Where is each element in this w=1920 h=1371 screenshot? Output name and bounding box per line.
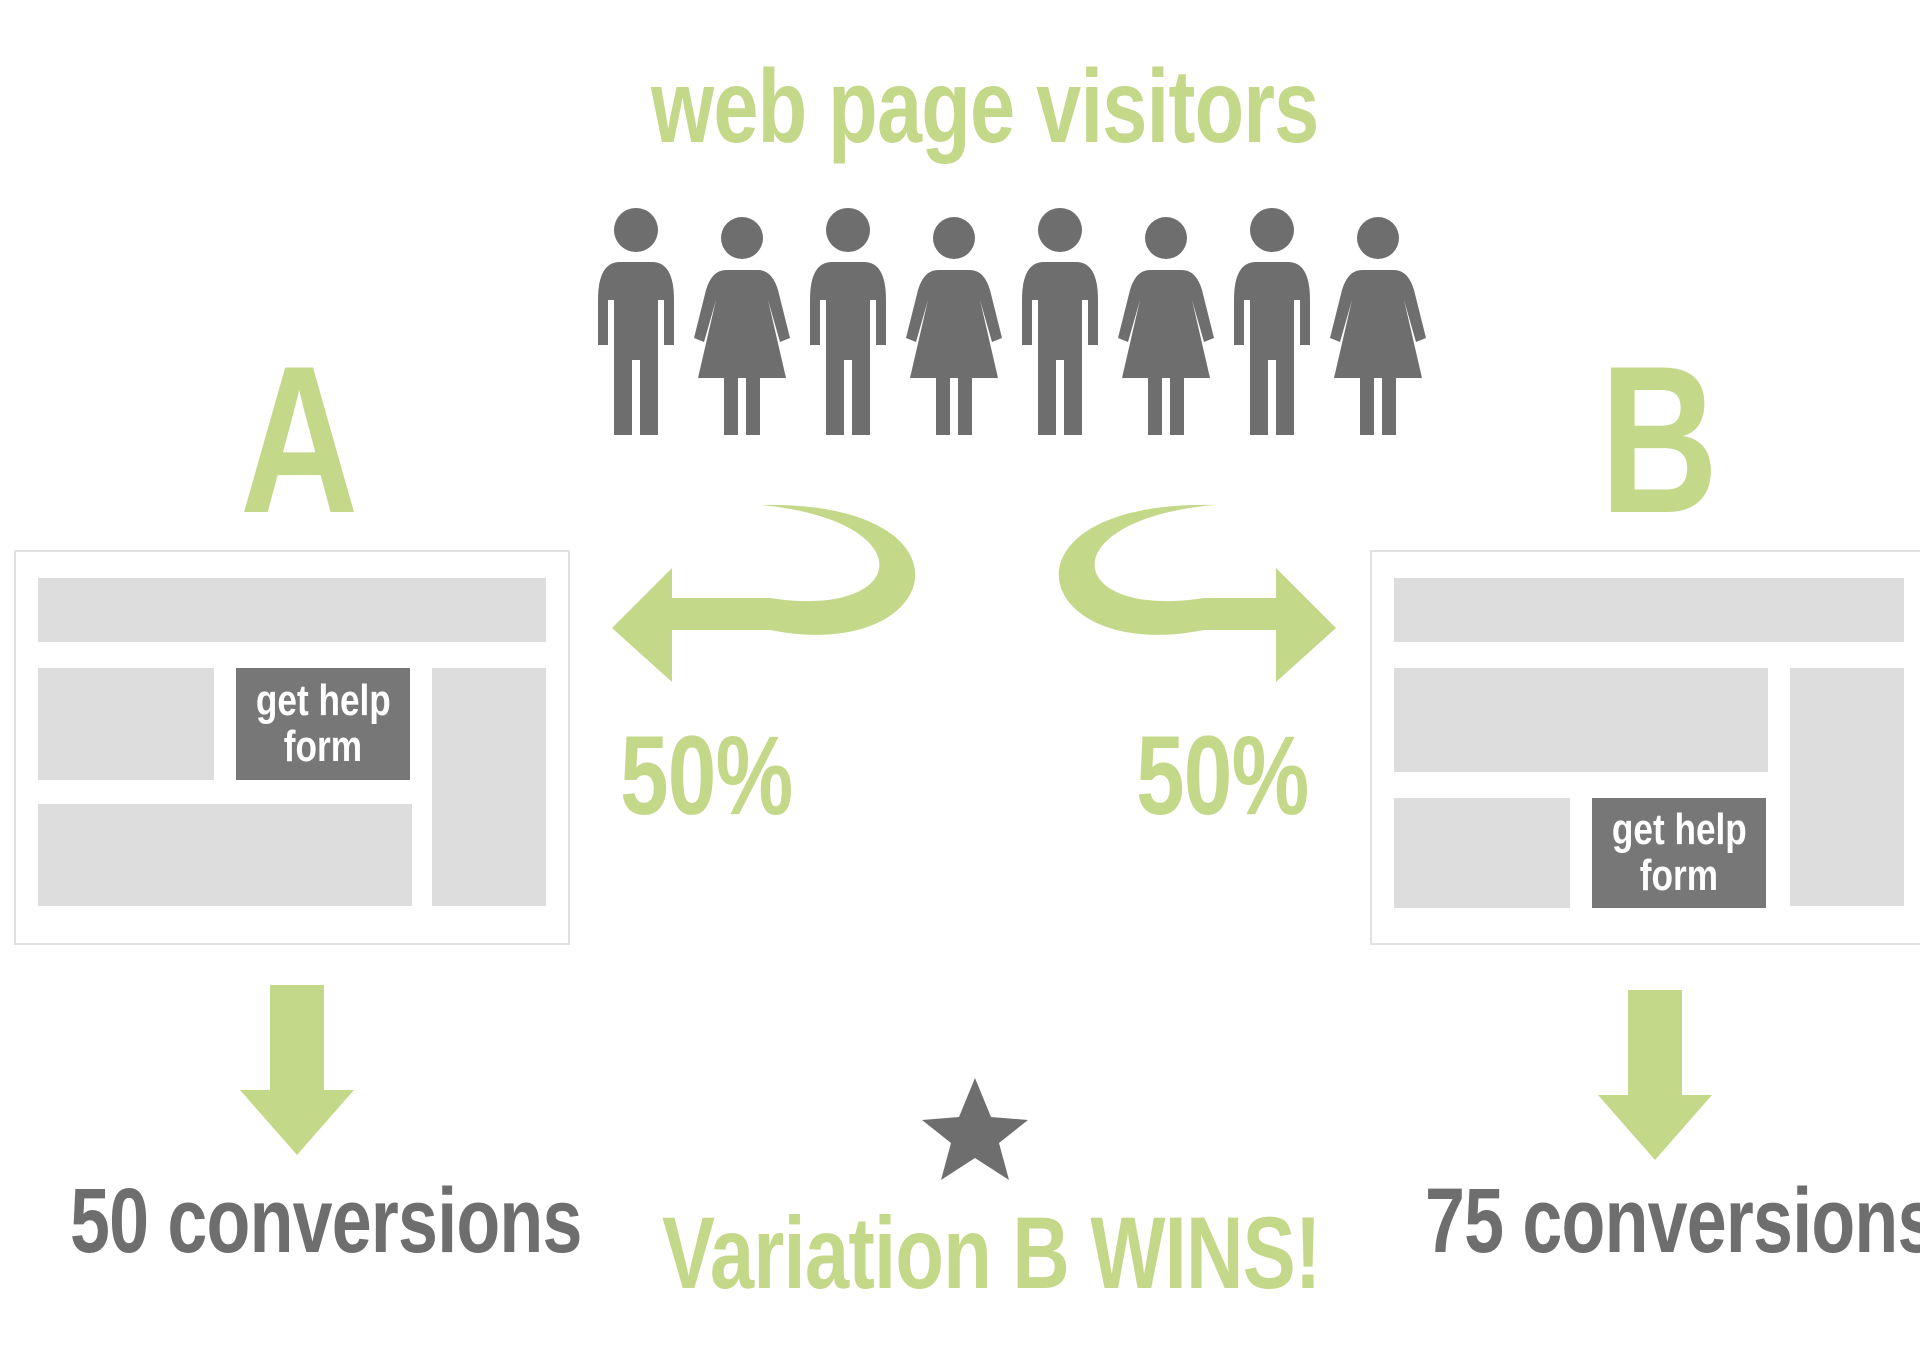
split-arrow-right-icon xyxy=(1058,504,1336,682)
man-icon xyxy=(598,208,674,435)
man-icon xyxy=(810,208,886,435)
split-percent-a: 50% xyxy=(620,713,793,838)
split-percent-b: 50% xyxy=(1136,713,1309,838)
woman-icon xyxy=(1118,217,1214,435)
page-b-header-block xyxy=(1394,578,1904,642)
page-b-get-help-form: get help form xyxy=(1592,798,1766,908)
cta-a-line2: form xyxy=(283,722,363,771)
page-b-content-block xyxy=(1394,668,1768,772)
man-icon xyxy=(1022,208,1098,435)
diagram-title: web page visitors xyxy=(651,49,1319,165)
split-arrow-left-icon xyxy=(612,504,916,682)
page-a-header-block xyxy=(38,578,546,642)
woman-icon xyxy=(906,217,1002,435)
cta-a-line1: get help xyxy=(255,675,391,725)
cta-b-line2: form xyxy=(1639,851,1719,900)
conversions-b: 75 conversions xyxy=(1425,1170,1920,1272)
visitors-group xyxy=(598,208,1426,435)
variation-a-page: get help form xyxy=(14,550,570,945)
woman-icon xyxy=(1330,217,1426,435)
conversions-a: 50 conversions xyxy=(70,1170,582,1272)
down-arrow-b-icon xyxy=(1598,990,1712,1160)
man-icon xyxy=(1234,208,1310,435)
winner-text: Variation B WINS! xyxy=(662,1196,1321,1310)
down-arrow-a-icon xyxy=(240,985,354,1155)
page-a-get-help-form: get help form xyxy=(236,668,410,780)
page-a-content-block xyxy=(38,668,214,780)
star-icon xyxy=(922,1078,1028,1180)
woman-icon xyxy=(694,217,790,435)
variation-b-page: get help form xyxy=(1370,550,1920,945)
page-a-sidebar-block xyxy=(432,668,546,906)
cta-b-line1: get help xyxy=(1611,804,1747,854)
page-b-lower-block xyxy=(1394,798,1570,908)
variation-a-label: A xyxy=(240,322,358,557)
page-b-sidebar-block xyxy=(1790,668,1904,906)
page-a-footer-block xyxy=(38,804,412,906)
variation-b-label: B xyxy=(1600,322,1718,557)
